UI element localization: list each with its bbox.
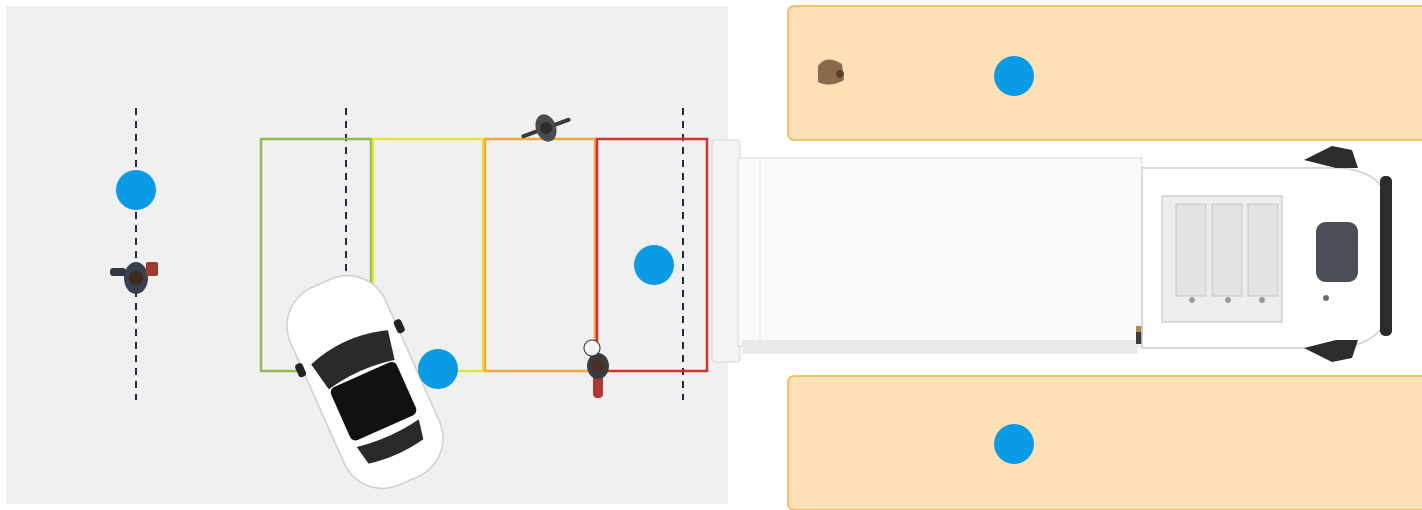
pedestrian-left xyxy=(110,262,158,294)
truck-roof-hatch xyxy=(1316,222,1358,282)
pedestrian-top-zone xyxy=(818,59,844,85)
upper-side-zone xyxy=(787,5,1422,141)
lane-lines xyxy=(135,108,684,400)
car xyxy=(286,274,444,490)
cyclist-top xyxy=(521,114,571,142)
marker-car xyxy=(418,349,458,389)
marker-upper-zone xyxy=(994,56,1034,96)
truck-rear-bumper xyxy=(711,139,741,363)
car-roof xyxy=(330,361,417,441)
marker-left-lane xyxy=(116,170,156,210)
pedestrian-ball xyxy=(583,339,609,398)
car-windshield xyxy=(311,330,395,390)
marker-rear-zone xyxy=(634,245,674,285)
detection-zone-orange xyxy=(483,137,597,373)
markers xyxy=(116,56,1034,464)
car-rear-window xyxy=(356,419,424,464)
marker-lower-zone xyxy=(994,424,1034,464)
lower-side-zone xyxy=(787,375,1422,510)
truck-mirror-right xyxy=(1304,340,1358,362)
truck xyxy=(711,139,1392,363)
truck-cargo-box xyxy=(737,157,1143,347)
detection-zone-red xyxy=(595,137,709,373)
truck-mirror-left xyxy=(1304,146,1358,168)
